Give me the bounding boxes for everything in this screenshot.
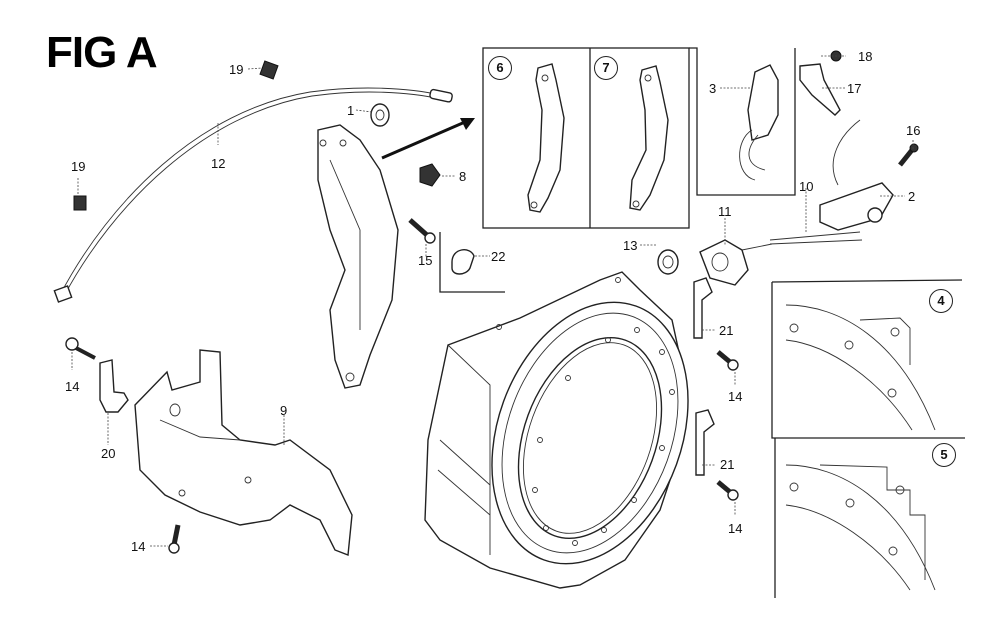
- shroud-bolt-holes: [532, 327, 675, 546]
- bracket-part-20: [99, 359, 129, 413]
- switch-part-2: [819, 119, 894, 231]
- figure-title: FIG A: [46, 28, 158, 77]
- callout-22: 22: [491, 249, 506, 264]
- reference-arrow: [381, 118, 475, 160]
- callout-17: 17: [847, 81, 862, 96]
- bolt-part-14-lower-right: [716, 480, 739, 501]
- inset-label-5: 5: [932, 443, 956, 467]
- callout-14-lower-right: 14: [728, 521, 743, 536]
- callout-3: 3: [709, 81, 717, 96]
- inset-label-7: 7: [594, 56, 618, 80]
- callout-2: 2: [908, 189, 916, 204]
- inset-box-3: [689, 47, 796, 196]
- inset-box-5: [774, 438, 936, 598]
- clip-part-8: [419, 163, 441, 187]
- callout-10: 10: [799, 179, 814, 194]
- bracket-part-9: [134, 349, 353, 556]
- callout-18: 18: [858, 49, 873, 64]
- bolt-part-14-left: [65, 337, 96, 360]
- callout-12: 12: [211, 156, 226, 171]
- cable-part-12: [53, 87, 453, 303]
- callout-16: 16: [906, 123, 921, 138]
- callout-20: 20: [101, 446, 116, 461]
- bolt-part-15: [408, 218, 436, 244]
- switch-part-11: [699, 239, 773, 286]
- callout-1: 1: [347, 103, 355, 118]
- callout-8: 8: [459, 169, 467, 184]
- inset-box-6-7: [482, 47, 690, 229]
- callout-11: 11: [718, 204, 732, 219]
- bolt-part-16: [898, 143, 919, 167]
- inset-box-22: [439, 232, 505, 293]
- terminal-part-17: [799, 63, 841, 116]
- bolt-part-14-bottom: [168, 524, 181, 554]
- callout-15: 15: [418, 253, 433, 268]
- nut-part-1: [370, 103, 390, 127]
- clip-part-19-left: [73, 195, 87, 211]
- callout-19-left: 19: [71, 159, 86, 174]
- callout-19-top: 19: [229, 62, 244, 77]
- callout-14-left: 14: [65, 379, 80, 394]
- grommet-part-13: [657, 249, 679, 275]
- shroud-bracket: [317, 124, 399, 389]
- inset-box-4: [771, 279, 965, 439]
- callout-9: 9: [280, 403, 288, 418]
- clamp-part-21-upper: [693, 277, 713, 339]
- inset-label-4: 4: [929, 289, 953, 313]
- leader-lines: [71, 55, 914, 547]
- bolt-part-14-upper-right: [716, 350, 739, 371]
- callout-14-upper-right: 14: [728, 389, 743, 404]
- callout-21-lower: 21: [720, 457, 735, 472]
- clamp-part-21-lower: [695, 409, 715, 476]
- inset-label-6: 6: [488, 56, 512, 80]
- clip-part-19-top: [259, 60, 279, 80]
- fan-shroud: [424, 271, 689, 589]
- callout-21-upper: 21: [719, 323, 734, 338]
- callout-13: 13: [623, 238, 638, 253]
- callout-14-bottom: 14: [131, 539, 146, 554]
- wire-part-10: [769, 231, 863, 245]
